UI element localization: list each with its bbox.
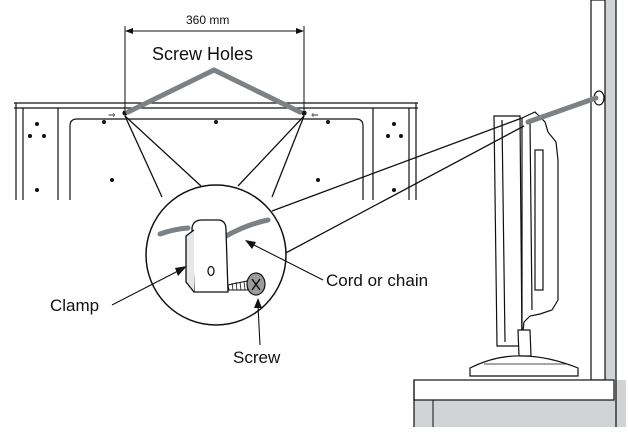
arrow-mark-right: ⇐ (311, 111, 319, 121)
screw-slot (251, 278, 261, 291)
leader-cord (251, 243, 324, 281)
leader-clamp (111, 269, 181, 306)
cord-or-chain-label: Cord or chain (326, 271, 429, 290)
label-leaders (111, 240, 324, 346)
panel-screws (28, 120, 403, 192)
detail-callout (124, 115, 525, 256)
screw-holes-label: Screw Holes (152, 44, 254, 64)
callout-line-3 (237, 115, 305, 187)
clamp-fold (185, 229, 195, 293)
dimension-line (124, 26, 305, 110)
shelf-top (413, 379, 615, 401)
leader-screw (257, 305, 261, 346)
screw-hole-right (301, 110, 307, 116)
clamp-label: Clamp (50, 296, 100, 315)
stand-base (469, 355, 579, 377)
clamp-body (191, 219, 229, 293)
arrow-mark-left: ⇒ (108, 111, 116, 121)
wall-cord (525, 95, 599, 125)
stand-neck (517, 329, 532, 357)
arrow-marks: ⇒ ⇐ (108, 111, 319, 121)
leader-clamp-head (175, 266, 187, 276)
monitor-screen-edge (501, 119, 506, 343)
clamp-hole (207, 265, 215, 277)
clamp-shape (185, 219, 229, 293)
screw-hole-markers (122, 110, 307, 116)
monitor-back-edge (529, 121, 533, 311)
monitor-side-view (469, 111, 579, 377)
callout-line-1 (124, 115, 163, 198)
panel-inner-recess (69, 118, 364, 200)
callout-line-2 (124, 115, 202, 187)
dimension-label: 360 mm (186, 13, 230, 27)
callout-line-6 (281, 125, 525, 256)
monitor-port-panel (534, 149, 544, 291)
callout-line-5 (271, 117, 523, 212)
detail-cord (157, 217, 271, 239)
screw-thread-lines (231, 280, 246, 291)
dimension-arrow-left (125, 28, 133, 34)
wall-anchor (525, 90, 605, 125)
screw-label: Screw (233, 348, 281, 367)
monitor-back-panel (14, 102, 418, 200)
wall-face (590, 0, 606, 381)
leader-cord-head (245, 240, 256, 249)
callout-line-4 (271, 115, 305, 198)
screw-hole-pointers (125, 67, 303, 115)
monitor-bezel-side (493, 115, 523, 347)
dimension-arrow-right (296, 28, 304, 34)
wall-shade (604, 0, 616, 427)
detail-screw (227, 272, 266, 296)
leader-screw-head (254, 298, 262, 308)
